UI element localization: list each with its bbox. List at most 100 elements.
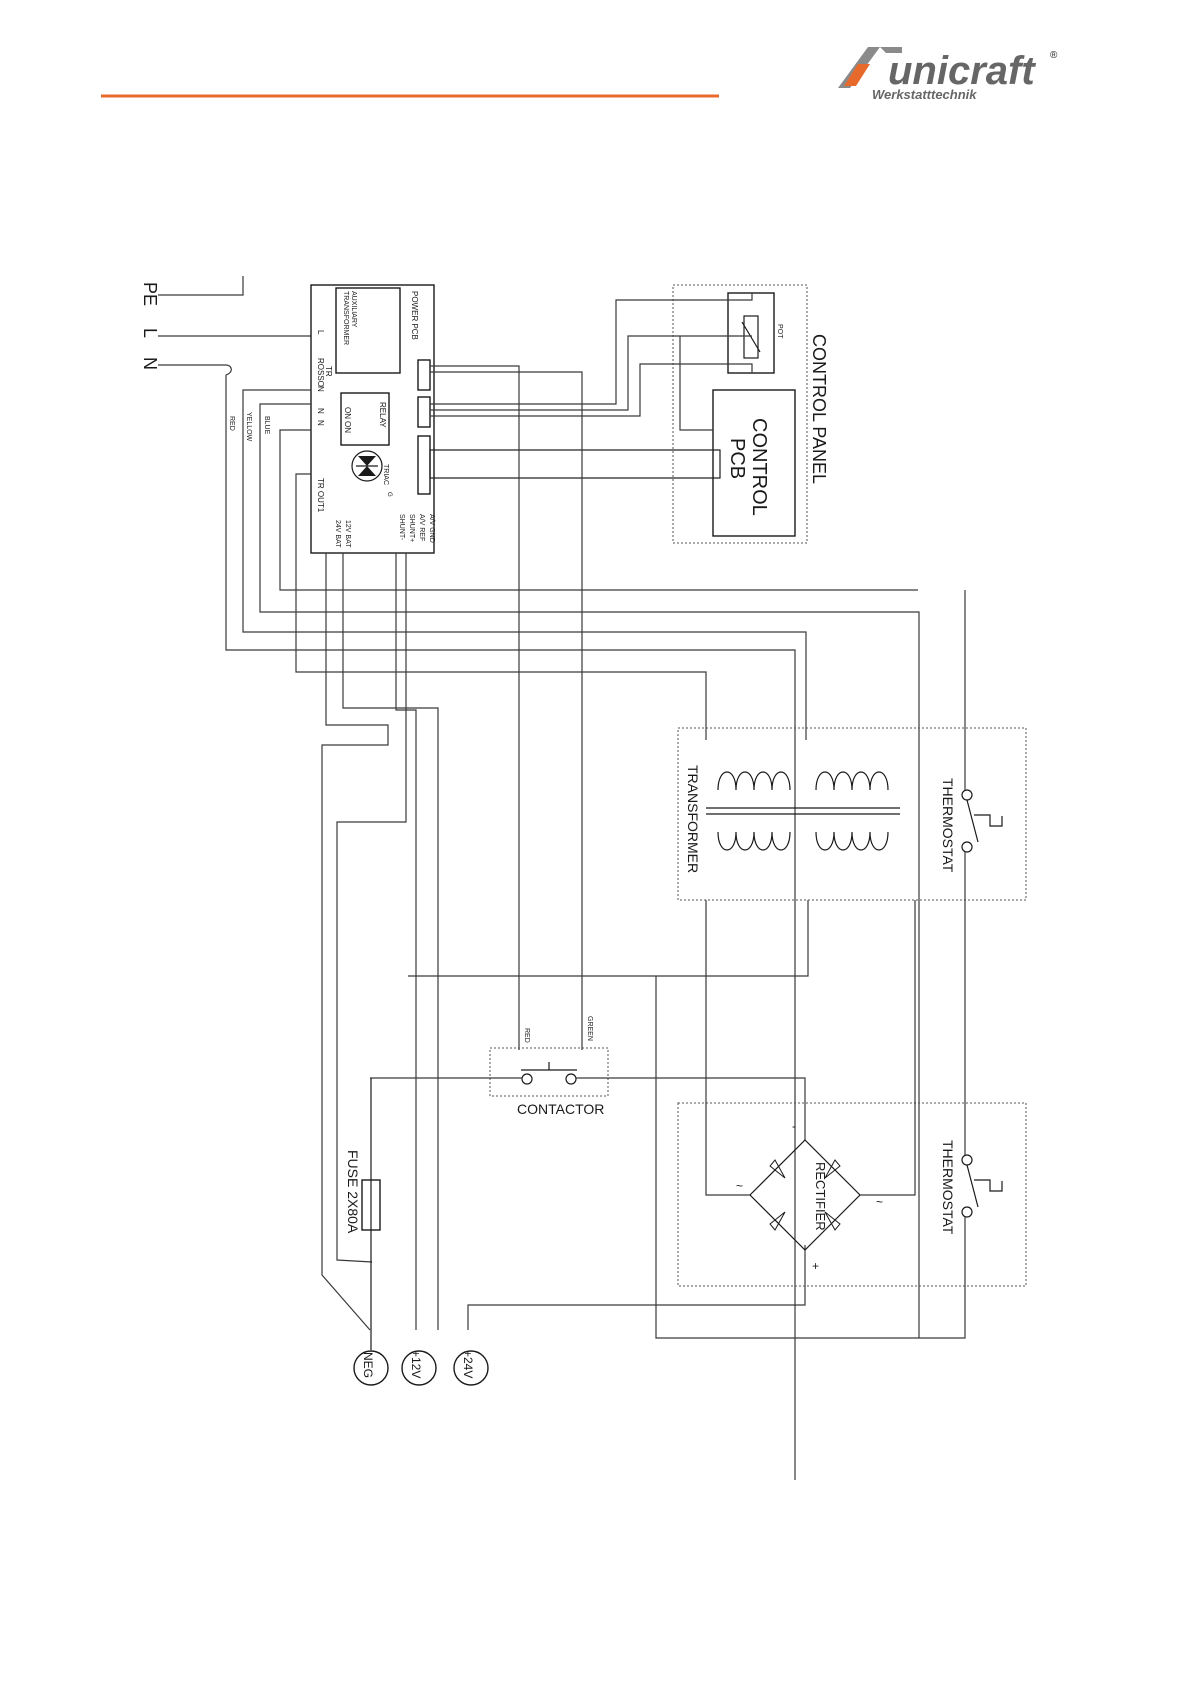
wire-blue bbox=[259, 403, 920, 1338]
triac-label: TRIAC bbox=[382, 464, 389, 485]
wire-pot-a bbox=[430, 293, 753, 405]
control-pcb-box bbox=[712, 389, 796, 537]
control-pcb-label-1: CONTROL bbox=[748, 418, 770, 516]
wire-rectifier-ac-1 bbox=[705, 900, 750, 1196]
wire-label-blue: BLUE bbox=[263, 416, 270, 435]
transformer-thermostat-label: THERMOSTAT bbox=[940, 778, 956, 873]
rectifier-thermostat-label: THERMOSTAT bbox=[940, 1140, 956, 1235]
fuse-label: FUSE 2X80A bbox=[345, 1150, 361, 1234]
transformer-thermostat-switch-icon bbox=[961, 789, 1003, 853]
relay-on-1: ON bbox=[343, 407, 352, 419]
transformer-primary-coils-icon bbox=[706, 771, 900, 851]
relay-box bbox=[340, 392, 390, 446]
triac-symbol-icon bbox=[351, 450, 383, 482]
mains-pe-label: PE bbox=[140, 282, 160, 306]
terminal-24v-label: +24V bbox=[461, 1350, 475, 1378]
contactor-frame bbox=[489, 1047, 609, 1097]
pin-rosso: ROSSO bbox=[316, 358, 325, 387]
wire-rectifier-ac-2 bbox=[860, 900, 916, 1196]
pin-12v-bat: 12V BAT bbox=[344, 520, 351, 548]
mains-l-label: L bbox=[140, 328, 160, 338]
aux-transformer-box bbox=[335, 287, 401, 374]
rectifier-minus: - bbox=[792, 1119, 796, 1133]
pin-shunt-minus: SHUNT- bbox=[398, 514, 405, 541]
rectifier-plus: + bbox=[812, 1259, 819, 1273]
pin-n2: N bbox=[316, 408, 325, 414]
transformer-frame bbox=[677, 727, 1027, 901]
pin-n1: N bbox=[316, 386, 325, 392]
triac-g-label: G bbox=[386, 492, 392, 497]
power-pcb: POWER PCB AUXILIARY TRANSFORMER L TR ROS… bbox=[310, 284, 435, 554]
terminal-12v bbox=[401, 1350, 437, 1386]
terminal-24v bbox=[453, 1350, 489, 1386]
transformer-label: TRANSFORMER bbox=[685, 765, 701, 873]
pot-box bbox=[727, 292, 775, 374]
rectifier-label: RECTIFIER bbox=[813, 1162, 828, 1231]
logo-mark-icon bbox=[838, 47, 902, 88]
power-pcb-board bbox=[310, 284, 435, 554]
registered-mark: ® bbox=[1050, 50, 1058, 61]
contactor-wire-green: GREEN bbox=[586, 1016, 593, 1041]
pin-tr: TR bbox=[324, 366, 333, 377]
pin-tr-out: TR OUT1 bbox=[316, 478, 325, 513]
brand-name: unicraft bbox=[888, 49, 1036, 93]
bridge-rectifier-icon bbox=[749, 1139, 861, 1251]
brand-logo: unicraft ® Werkstatttechnik bbox=[838, 47, 1058, 102]
potentiometer-icon bbox=[741, 315, 761, 359]
wire-n3 bbox=[279, 429, 918, 591]
wire-12v-bat bbox=[342, 553, 439, 1330]
wire-label-yellow: YELLOW bbox=[245, 412, 252, 442]
rectifier-thermostat-switch-icon bbox=[961, 1154, 1003, 1218]
rectifier: RECTIFIER - + ~ ~ THERMOSTAT bbox=[655, 590, 1027, 1339]
rectifier-frame bbox=[677, 1102, 1027, 1287]
wire-shunt-minus bbox=[336, 553, 407, 1263]
rectifier-ac-2: ~ bbox=[876, 1195, 883, 1209]
wire-transformer-secondary bbox=[408, 900, 809, 977]
wire-24v-out bbox=[467, 1245, 806, 1330]
pin-shunt-plus: SHUNT+ bbox=[408, 514, 415, 542]
connector-2 bbox=[417, 396, 431, 428]
aux-transformer-label-2: TRANSFORMER bbox=[342, 291, 349, 345]
fuse: FUSE 2X80A bbox=[345, 1078, 381, 1350]
contactor-wire-red: RED bbox=[523, 1028, 530, 1043]
wire-contactor-green bbox=[430, 371, 583, 1050]
pin-n3: N bbox=[316, 420, 325, 426]
aux-transformer-label-1: AUXILIARY bbox=[350, 291, 357, 328]
contactor-label: CONTACTOR bbox=[517, 1101, 604, 1117]
wire-tr-out bbox=[295, 473, 707, 740]
mains-n-label: N bbox=[140, 357, 160, 370]
control-pcb-label-2: PCB bbox=[726, 438, 748, 479]
connector-1 bbox=[417, 359, 431, 391]
terminal-12v-label: +12V bbox=[409, 1350, 423, 1378]
pin-l: L bbox=[316, 330, 325, 335]
pin-a-v-ref: A/V REF bbox=[418, 514, 425, 541]
wire-24v-bat bbox=[321, 553, 389, 1331]
wire-contactor-out bbox=[576, 1077, 806, 1140]
brand-tagline: Werkstatttechnik bbox=[872, 87, 977, 102]
pin-a-v-gnd: A/V GND bbox=[428, 514, 435, 543]
pin-24v-bat: 24V BAT bbox=[334, 520, 341, 548]
transformer: TRANSFORMER THERMOSTAT bbox=[677, 727, 1027, 901]
relay-label: RELAY bbox=[378, 402, 387, 428]
output-terminals: NEG +12V +24V bbox=[353, 1350, 489, 1386]
control-panel: CONTROL PANEL POT CONTROL PCB bbox=[429, 284, 829, 544]
pcb-wires: RED YELLOW BLUE bbox=[228, 365, 920, 1338]
wire-thermostat-chain bbox=[655, 590, 966, 1339]
connector-3 bbox=[417, 435, 431, 495]
pot-label: POT bbox=[776, 324, 783, 339]
wire-pot-b bbox=[430, 335, 752, 411]
terminal-neg bbox=[353, 1350, 389, 1386]
contactor: RED GREEN CONTACTOR bbox=[370, 1016, 806, 1140]
terminal-neg-label: NEG bbox=[361, 1352, 375, 1378]
ribbon-cable bbox=[429, 449, 721, 479]
wire-n bbox=[158, 364, 796, 1480]
relay-on-2: ON bbox=[343, 421, 352, 433]
rectifier-ac-1: ~ bbox=[736, 1179, 743, 1193]
wire-pot-to-pcb bbox=[679, 336, 713, 431]
wire-pot-c bbox=[430, 363, 753, 417]
control-panel-frame bbox=[672, 284, 808, 544]
wire-pe bbox=[158, 276, 244, 296]
contactor-switch-icon bbox=[521, 1062, 577, 1085]
